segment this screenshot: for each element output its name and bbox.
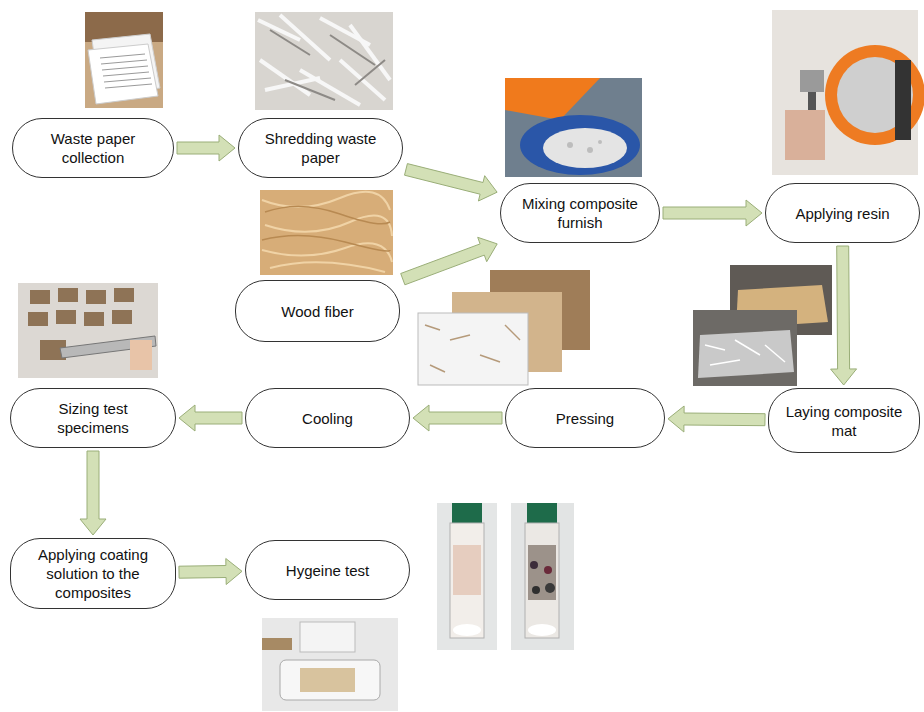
block-arrow	[80, 451, 106, 535]
block-arrow	[179, 405, 242, 431]
box-label: Cooling	[302, 409, 353, 428]
mixing-photo	[505, 78, 642, 177]
panel-stack-photo	[418, 270, 590, 385]
coating-photo	[262, 618, 398, 711]
paper-stack-photo	[85, 12, 163, 108]
box-label: Shredding waste paper	[253, 129, 388, 167]
process-box: Mixing composite furnish	[500, 183, 660, 243]
box-label: Applying coating solution to the composi…	[25, 545, 161, 602]
sizing-photo	[18, 283, 158, 378]
block-arrow	[405, 164, 498, 201]
box-label: Pressing	[556, 409, 614, 428]
block-arrow	[179, 559, 242, 585]
box-label: Hygeine test	[286, 561, 369, 580]
block-arrow	[177, 135, 235, 161]
process-box: Wood fiber	[235, 280, 400, 342]
process-box: Shredding waste paper	[238, 118, 403, 178]
box-label: Wood fiber	[281, 302, 353, 321]
resin-photo	[772, 10, 924, 175]
process-box: Pressing	[505, 388, 665, 448]
process-box: Waste paper collection	[12, 118, 174, 178]
mat-photos	[693, 265, 832, 386]
process-box: Hygeine test	[245, 540, 410, 600]
box-label: Applying resin	[795, 204, 889, 223]
process-box: Applying resin	[765, 183, 920, 243]
block-arrow	[831, 246, 857, 385]
block-arrow	[401, 237, 498, 284]
process-box: Applying coating solution to the composi…	[10, 538, 176, 609]
process-box: Sizing test specimens	[10, 388, 176, 448]
shredded-paper-photo	[255, 12, 393, 110]
process-box: Cooling	[245, 388, 410, 448]
box-label: Waste paper collection	[27, 129, 159, 167]
block-arrow	[413, 405, 502, 431]
box-label: Mixing composite furnish	[515, 194, 645, 232]
box-label: Sizing test specimens	[25, 399, 161, 437]
block-arrow	[668, 406, 765, 432]
wood-fiber-photo	[260, 190, 393, 275]
block-arrow	[663, 200, 762, 226]
box-label: Laying composite mat	[783, 402, 905, 440]
test-tube-photos	[437, 503, 574, 650]
process-box: Laying composite mat	[768, 388, 920, 453]
